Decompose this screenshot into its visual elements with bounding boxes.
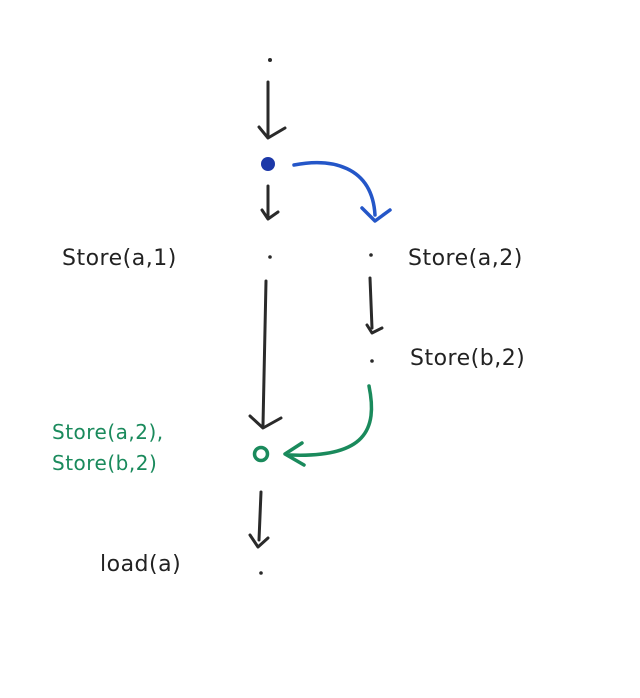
label-merge-line2: Store(b,2) <box>52 451 158 475</box>
node-right-store-b <box>370 359 374 363</box>
edge-fork-to-right-store-a <box>292 161 392 223</box>
arrowhead-icon <box>283 441 306 467</box>
arrowhead-icon <box>365 323 384 335</box>
arrowhead-icon <box>360 206 392 223</box>
edge-left-store-to-merge <box>248 279 283 430</box>
node-right-store-a <box>369 253 373 257</box>
edge-merge-to-load <box>248 490 270 549</box>
label-left-store: Store(a,1) <box>62 246 177 271</box>
edge-fork-to-left-store <box>260 184 280 221</box>
arrowhead-icon <box>248 414 283 430</box>
node-merge <box>252 445 270 463</box>
label-right-store-a: Store(a,2) <box>408 246 523 271</box>
arrowhead-icon <box>248 533 270 549</box>
edge-right-store-a-to-right-store-b <box>365 276 384 335</box>
edge-right-store-b-to-merge <box>283 384 374 467</box>
arrowhead-icon <box>257 125 287 140</box>
label-right-store-b: Store(b,2) <box>410 346 526 371</box>
node-fork <box>261 157 275 171</box>
node-load <box>259 571 263 575</box>
arrowhead-icon <box>260 208 280 221</box>
label-load: load(a) <box>100 552 182 577</box>
label-merge-line1: Store(a,2), <box>52 420 164 444</box>
edge-top-to-fork <box>257 80 287 140</box>
node-top <box>268 58 272 62</box>
node-left-store <box>268 255 272 259</box>
